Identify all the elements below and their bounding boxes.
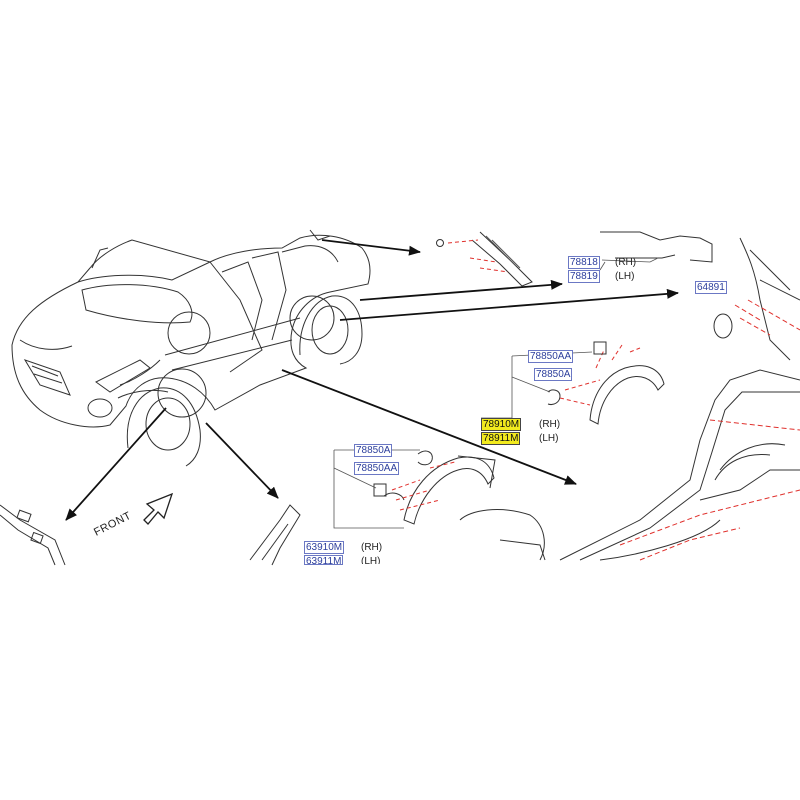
body-side-detail [559,369,800,561]
part-63910M-label: 63910M [304,541,345,554]
part-78819-label: 78819 [568,270,600,283]
sill-detail [0,504,301,566]
vehicle-outline [11,229,371,467]
part-78910M-label: 78910M [481,418,522,431]
side-rh-label-2: (RH) [539,419,561,430]
part-64891-label: 64891 [695,281,727,294]
part-78911M-label: 78911M [481,432,521,445]
part-78850A-upper-label: 78850A [534,368,573,381]
side-lh-label-2: (LH) [539,433,559,444]
part-78850A-lower-label: 78850A [354,444,393,457]
part-63911M-label: 63911M [304,555,344,565]
rear-arch-detail [547,341,665,425]
side-lh-label-3: (LH) [361,556,381,564]
front-arch-detail [373,450,546,561]
part-78850AA-lower-label: 78850AA [354,462,400,475]
side-lh-label: (LH) [615,271,635,282]
front-direction-icon [143,492,174,525]
moulding-detail [436,231,800,361]
part-78850AA-upper-label: 78850AA [528,350,574,363]
part-78818-label: 78818 [568,256,600,269]
pointer-arrows [65,239,679,521]
side-rh-label: (RH) [615,257,637,268]
side-rh-label-3: (RH) [361,542,383,553]
